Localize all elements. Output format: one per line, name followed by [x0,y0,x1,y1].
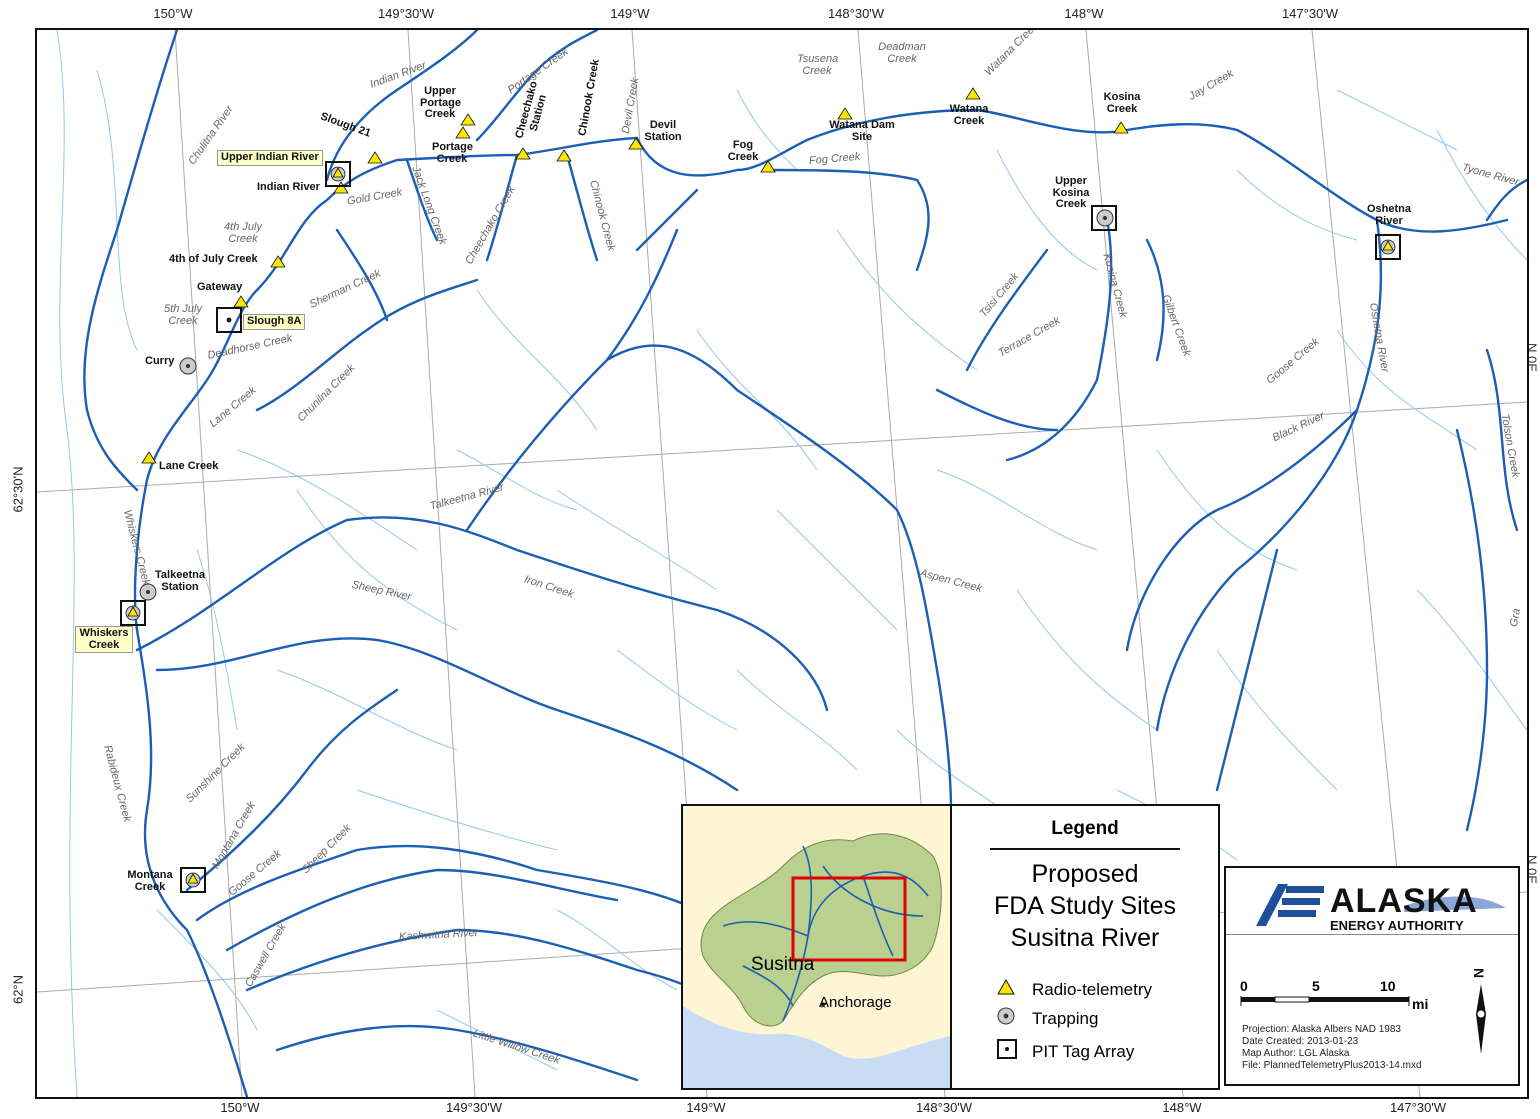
meta-file: File: PlannedTelemetryPlus2013-14.mxd [1242,1060,1422,1071]
north-arrow-icon: N [1466,964,1496,1069]
legend-item-trapping: Trapping [996,1006,1098,1031]
site-label-montana-creek: Montana Creek [127,869,173,893]
lon-label-bottom: 148°W [1162,1100,1202,1115]
site-label-slough-8a: Slough 8A [243,314,306,330]
scale-bar [1240,996,1410,1006]
site-label-portage-creek: Portage Creek [432,141,473,165]
credit-box: ALASKA ENERGY AUTHORITY 0 5 10 mi N Proj… [1224,866,1520,1086]
lon-label-top: 148°W [1064,6,1104,21]
logo-subtext: ENERGY AUTHORITY [1330,918,1464,933]
site-label-upper-indian-river: Upper Indian River [217,150,323,166]
legend-item-radio-telemetry: Radio-telemetry [996,978,1152,1001]
inset-water [683,1006,951,1088]
legend-item-pit-tag-array: PIT Tag Array [996,1038,1134,1065]
map-canvas [37,30,1527,1097]
lon-label-top: 148°30'W [827,6,885,21]
site-label-kosina-creek: Kosina Creek [1103,91,1141,115]
lat-label-left: 62°30'N [10,466,26,513]
site-label-upper-portage-creek: Upper Portage Creek [420,85,461,121]
river-label: Deadman Creek [878,41,926,65]
triangle-icon [996,978,1024,1001]
site-label-lane-creek: Lane Creek [159,460,219,472]
scale-label: 5 [1312,978,1320,994]
inset-basin [700,833,942,1027]
inset-label-city: Anchorage [819,994,892,1011]
meta-author: Map Author: LGL Alaska [1242,1048,1350,1059]
legend-divider [990,848,1180,850]
site-label-upper-kosina-creek: Upper Kosina Creek [1052,175,1090,211]
lon-label-top: 150°W [153,6,193,21]
river-label: Tsusena Creek [797,53,839,77]
lon-label-top: 149°30'W [377,6,435,21]
square-dot-icon [996,1038,1024,1065]
lon-label-bottom: 149°30'W [445,1100,503,1115]
svg-text:N: N [1471,968,1487,978]
aea-logo-mark [1256,884,1506,926]
site-label-whiskers-creek: Whiskers Creek [75,626,133,654]
scale-label: 0 [1240,978,1248,994]
legend-study-title: Proposed FDA Study Sites Susitna River [993,860,1177,952]
site-label-4th-of-july-creek: 4th of July Creek [169,253,258,265]
site-label-fog-creek: Fog Creek [727,139,759,163]
lon-label-top: 147°30'W [1281,6,1339,21]
inset-canvas: ★ [683,833,951,1088]
inset-map: ★ Susitna Anchorage [681,804,953,1090]
lat-label-left: 62°N [10,974,26,1005]
inset-label-basin: Susitna [751,954,815,975]
lon-label-top: 149°W [610,6,650,21]
meta-projection: Projection: Alaska Albers NAD 1983 [1242,1024,1401,1035]
logo-text: ALASKA [1330,882,1478,920]
site-label-indian-river: Indian River [257,181,320,193]
site-label-talkeetna-station: Talkeetna Station [155,569,205,593]
lon-label-bottom: 150°W [220,1100,260,1115]
meta-date: Date Created: 2013-01-23 [1242,1036,1359,1047]
aea-logo: ALASKA ENERGY AUTHORITY [1244,878,1506,933]
river-label: 4th July Creek [224,221,262,245]
circle-dot-icon [996,1006,1024,1031]
inset-extent-box [791,876,907,962]
svg-text:★: ★ [819,1000,827,1010]
minor-streams [56,30,1527,1097]
scale-label: 10 [1380,978,1396,994]
lon-label-bottom: 149°W [686,1100,726,1115]
credit-divider [1226,934,1518,935]
site-label-devil-station: Devil Station [644,119,682,143]
lon-label-bottom: 147°30'W [1389,1100,1447,1115]
main-rivers [83,30,1527,1097]
scale-unit: mi [1412,996,1429,1012]
site-label-oshetna-river: Oshetna River [1367,203,1412,227]
legend-title: Legend [1051,818,1119,839]
river-label: 5th July Creek [164,303,202,327]
site-label-curry: Curry [145,355,175,367]
lon-label-bottom: 148°30'W [915,1100,973,1115]
site-label-watana-creek: Watana Creek [949,103,989,127]
site-label-gateway: Gateway [197,281,243,293]
legend: Legend Proposed FDA Study Sites Susitna … [950,804,1220,1090]
site-label-watana-dam-site: Watana Dam Site [829,119,895,143]
